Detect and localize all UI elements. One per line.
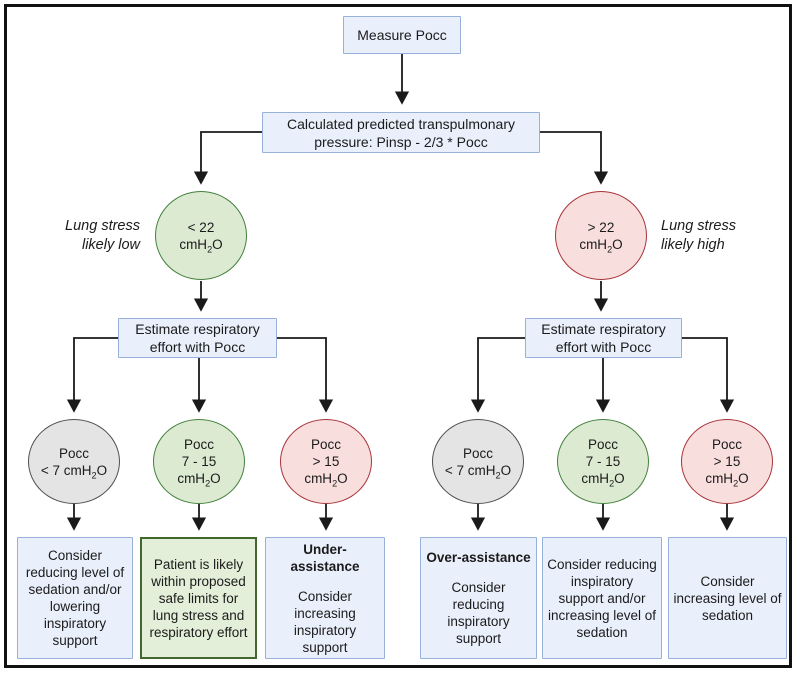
outcome-body: Patient is likely within proposed safe l… — [149, 556, 248, 640]
circle-unit: cmH2O — [705, 471, 749, 489]
circle-value: Pocc — [587, 437, 618, 452]
circle-value: < 22 — [187, 219, 215, 235]
outcome-title: Under-assistance — [290, 541, 360, 574]
circle-value: Pocc — [310, 437, 341, 452]
outcome-body: Consider reducing inspiratory support — [447, 580, 510, 646]
decision-circle-stress-high: > 22 cmH2O — [555, 191, 647, 280]
circle-range: > 15 — [312, 454, 340, 469]
circle-range: 7 - 15 — [585, 454, 621, 469]
circle-range: > 15 — [713, 454, 741, 469]
circle-range: 7 - 15 — [181, 454, 217, 469]
estimate-effort-box-left: Estimate respiratory effort with Pocc — [118, 318, 277, 358]
circle-unit: cmH2O — [581, 471, 625, 489]
decision-circle-left-pocc-high: Pocc > 15 cmH2O — [280, 419, 372, 504]
circle-unit: < 7 cmH2O — [444, 462, 512, 481]
decision-circle-stress-low: < 22 cmH2O — [155, 191, 247, 280]
circle-unit: cmH2O — [179, 236, 223, 255]
outcome-box-reduce-support-increase-sedation: Consider reducing inspiratory support an… — [542, 537, 662, 659]
circle-value: Pocc — [183, 437, 214, 452]
measure-pocc-box: Measure Pocc — [343, 16, 461, 54]
outcome-box-increase-sedation: Consider increasing level of sedation — [668, 537, 787, 659]
circle-unit: < 7 cmH2O — [40, 462, 108, 481]
outcome-box-safe-limits: Patient is likely within proposed safe l… — [140, 537, 257, 659]
circle-value: Pocc — [58, 445, 89, 461]
circle-unit: cmH2O — [177, 471, 221, 489]
lung-stress-high-label: Lung stress likely high — [661, 218, 736, 253]
decision-circle-right-pocc-mid: Pocc 7 - 15 cmH2O — [557, 419, 649, 504]
outcome-body: Consider increasing level of sedation — [673, 573, 782, 623]
decision-circle-left-pocc-mid: Pocc 7 - 15 cmH2O — [153, 419, 245, 504]
outcome-box-under-assistance: Under-assistance Consider increasing ins… — [265, 537, 385, 659]
circle-value: Pocc — [711, 437, 742, 452]
outcome-body: Consider increasing inspiratory support — [293, 588, 357, 655]
calculated-pressure-box: Calculated predicted transpulmonary pres… — [262, 112, 540, 153]
lung-stress-low-label: Lung stress likely low — [65, 218, 140, 253]
outcome-title: Over-assistance — [426, 550, 531, 565]
estimate-effort-box-right: Estimate respiratory effort with Pocc — [525, 318, 682, 358]
circle-unit: cmH2O — [579, 236, 623, 255]
outcome-box-reduce-sedation-lower-support: Consider reducing level of sedation and/… — [17, 537, 133, 659]
circle-unit: cmH2O — [304, 471, 348, 489]
circle-value: > 22 — [587, 219, 615, 235]
decision-circle-left-pocc-low: Pocc < 7 cmH2O — [28, 419, 120, 504]
outcome-body: Consider reducing inspiratory support an… — [547, 556, 657, 640]
outcome-box-over-assistance: Over-assistance Consider reducing inspir… — [420, 537, 537, 659]
decision-circle-right-pocc-high: Pocc > 15 cmH2O — [681, 419, 773, 504]
circle-value: Pocc — [462, 445, 493, 461]
decision-circle-right-pocc-low: Pocc < 7 cmH2O — [432, 419, 524, 504]
outcome-body: Consider reducing level of sedation and/… — [25, 548, 125, 648]
